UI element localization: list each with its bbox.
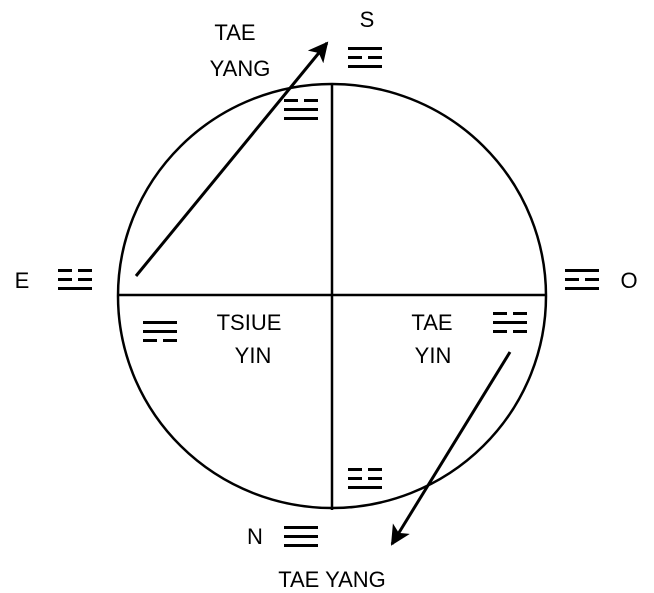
trigram-line [58,287,92,290]
trigram-line [348,468,362,471]
label-north: N [247,524,263,549]
trigram-east-outer [58,269,92,290]
label-tae-yin-line2: YIN [415,343,452,368]
trigram-line [58,269,72,272]
label-tae-yang-bottom: TAE YANG [278,567,386,592]
label-east: E [15,268,30,293]
arrow-east-to-south [134,41,329,277]
trigram-line [348,477,362,480]
trigram-line [284,535,318,538]
trigram-line [493,321,527,324]
trigram-line [348,65,382,68]
arrow-southeast-to-north [390,351,512,546]
label-tsiue-yin-line1: TSIUE [217,310,282,335]
trigram-line [78,278,92,281]
trigram-north-outer [284,526,318,547]
trigram-line [163,339,177,342]
trigram-line [348,56,362,59]
trigram-line [284,544,318,547]
trigram-line [368,56,382,59]
trigram-line [565,287,599,290]
trigram-line [284,526,318,529]
label-tsiue-yin-line2: YIN [235,343,272,368]
trigram-line [78,269,92,272]
trigram-line [493,330,507,333]
trigram-se-inner [493,312,527,333]
trigram-line [284,108,318,111]
trigram-sw-inner [143,321,177,342]
trigram-line [368,468,382,471]
trigram-south-outer [348,47,382,68]
trigram-south-inner [284,99,318,120]
label-tae-yang-top-line1: TAE [214,20,255,45]
trigram-west-outer [565,269,599,290]
label-south: S [360,7,375,32]
trigram-line [304,99,318,102]
trigram-line [143,321,177,324]
trigram-line [368,477,382,480]
trigram-line [513,330,527,333]
trigram-line [58,278,72,281]
trigram-line [284,99,298,102]
trigram-line [348,486,382,489]
trigram-line [513,312,527,315]
trigram-line [565,278,579,281]
label-west: O [620,268,637,293]
label-tae-yin-line1: TAE [411,310,452,335]
trigram-north-inner [348,468,382,489]
trigram-line [493,312,507,315]
trigram-line [585,278,599,281]
trigram-line [143,330,177,333]
trigram-line [143,339,157,342]
label-tae-yang-top-line2: YANG [210,56,271,81]
trigram-line [348,47,382,50]
trigram-line [565,269,599,272]
trigram-line [284,117,318,120]
